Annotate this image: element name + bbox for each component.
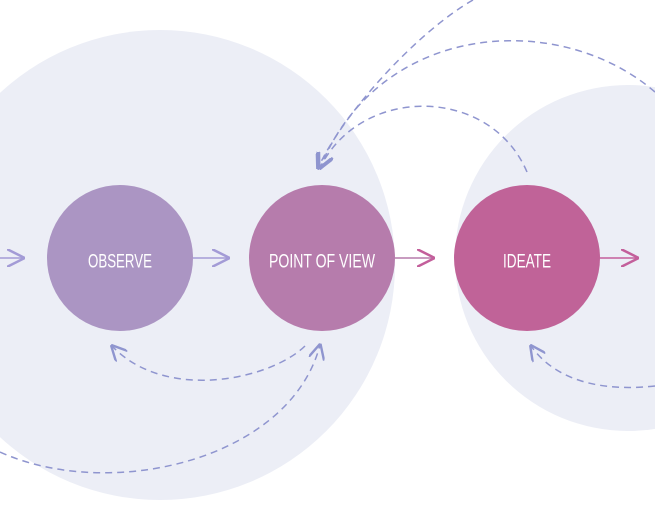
ideate-to-pov-feedback-arrow <box>320 105 528 173</box>
left-group-circle <box>0 30 395 500</box>
bottom-left-to-pov-feedback-arrow <box>0 345 320 474</box>
observe-label: OBSERVE <box>88 252 152 273</box>
right-to-ideate-feedback-arrow <box>531 346 655 389</box>
top-to-pov-feedback-arrow <box>318 0 474 168</box>
point-of-view-label: POINT OF VIEW <box>269 252 375 273</box>
ideate-label: IDEATE <box>503 252 551 273</box>
point-of-view-circle <box>249 185 395 331</box>
node-ideate: IDEATE <box>454 185 600 331</box>
ideate-circle <box>454 185 600 331</box>
observe-circle <box>47 185 193 331</box>
pov-to-observe-feedback-arrow <box>112 346 306 381</box>
node-point-of-view: POINT OF VIEW <box>249 185 395 331</box>
node-observe: OBSERVE <box>47 185 193 331</box>
